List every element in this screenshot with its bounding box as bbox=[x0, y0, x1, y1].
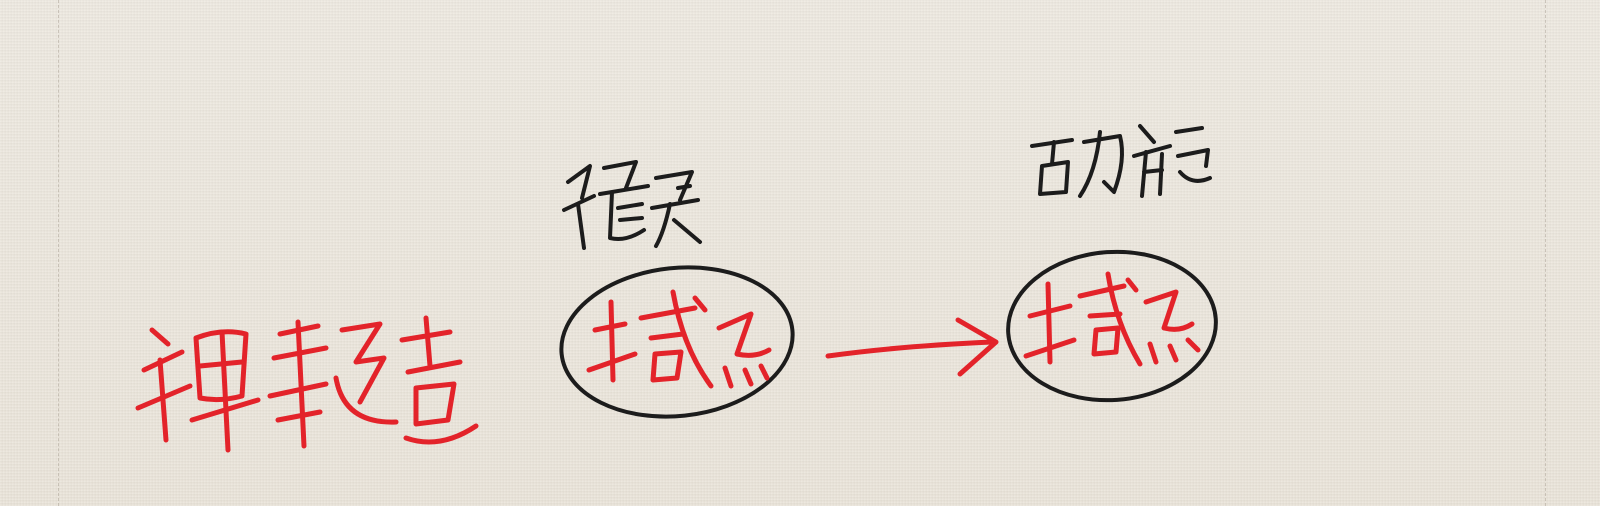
red-handwritten-phrase bbox=[135, 315, 479, 453]
circled-word-right bbox=[1006, 249, 1218, 403]
paper-stitch-left bbox=[58, 0, 59, 506]
paper-stitch-right bbox=[1545, 0, 1546, 506]
black-label-upper-right bbox=[1030, 124, 1212, 198]
arrow-right-icon bbox=[825, 317, 999, 377]
circled-word-left bbox=[559, 265, 795, 419]
black-label-upper-left bbox=[562, 160, 702, 250]
